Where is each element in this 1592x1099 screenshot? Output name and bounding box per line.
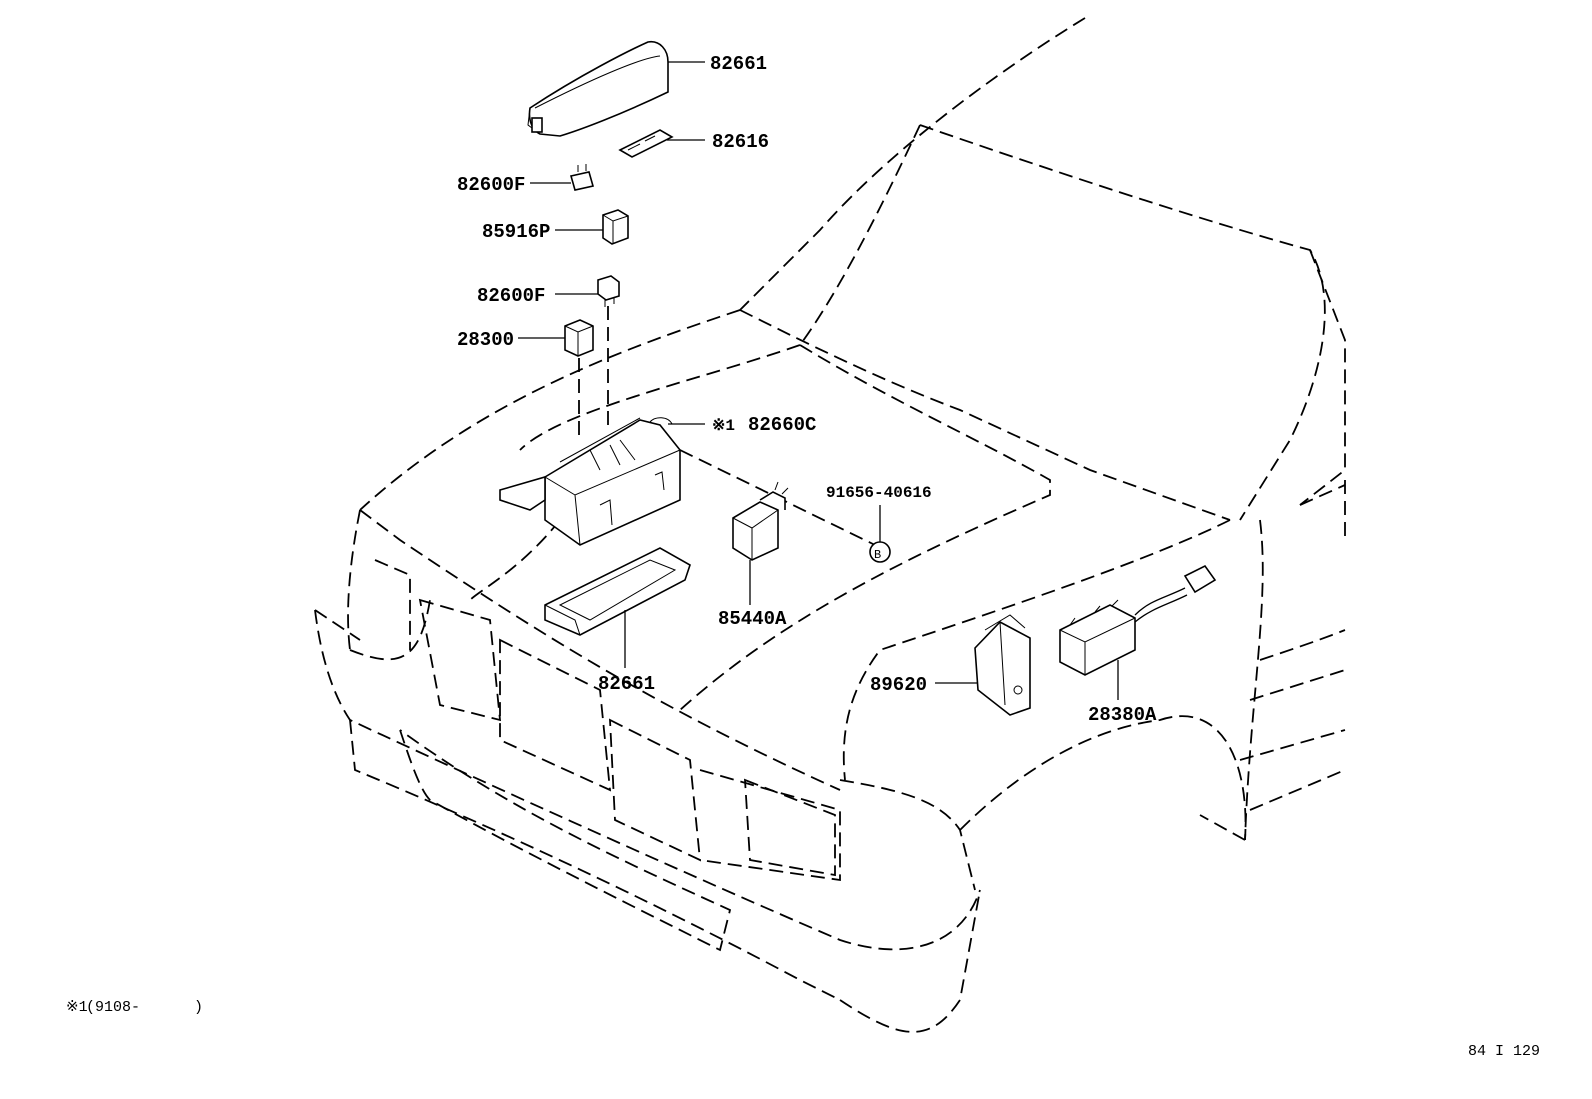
horn-relay-shape	[732, 481, 789, 561]
part-28380A-shape	[1059, 564, 1217, 676]
svg-text:B: B	[874, 548, 881, 562]
leader-lines	[518, 61, 1119, 700]
label-fuse-upper: 82600F	[457, 174, 525, 196]
footnote-text: (9108- )	[86, 999, 203, 1016]
relay-shape	[602, 209, 629, 245]
cover-bottom-part	[544, 547, 691, 636]
relay-block-shape	[499, 417, 681, 546]
label-horn-relay: 85440A	[718, 608, 787, 630]
vehicle-outline	[314, 17, 1346, 1033]
cover-top-part	[527, 40, 669, 137]
fuse-upper-shape	[569, 164, 595, 191]
label-computer: 89620	[870, 674, 927, 696]
label-bolt: 91656-40616	[826, 484, 932, 502]
label-relay-block-note: ※1	[712, 417, 735, 435]
label-82616: 82616	[712, 131, 769, 153]
label-relay: 85916P	[482, 221, 550, 243]
part-82616-shape	[618, 129, 674, 158]
figure-code: 84 I 129	[1468, 1043, 1540, 1060]
bolt-shape: B	[869, 541, 891, 563]
label-cover-bottom: 82661	[598, 673, 655, 695]
computer-shape	[974, 614, 1031, 716]
label-cover-top: 82661	[710, 53, 767, 75]
label-fuse-lower: 82600F	[477, 285, 545, 307]
label-relay-block: 82660C	[748, 414, 816, 436]
part-28300-shape	[564, 319, 594, 357]
label-28300: 28300	[457, 329, 514, 351]
label-28380A: 28380A	[1088, 704, 1157, 726]
footnote-marker: ※1	[66, 999, 88, 1016]
fuse-lower-shape	[597, 275, 620, 307]
